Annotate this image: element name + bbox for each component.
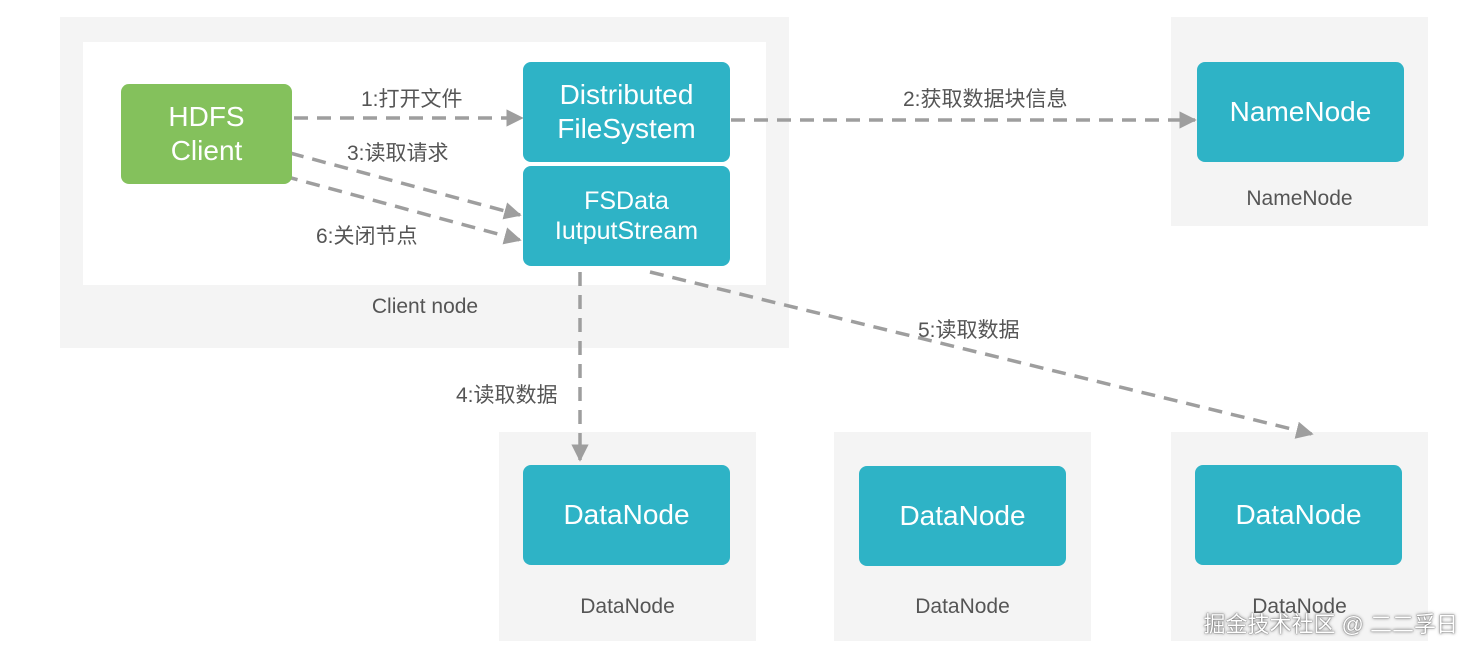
hdfs-client-line1: HDFS (168, 101, 245, 133)
distributed-filesystem-line2: FileSystem (557, 113, 696, 144)
edge-label-read-data-4: 4:读取数据 (456, 384, 558, 407)
watermark-text: 掘金技术社区 @ 二二孚日 (1203, 612, 1458, 637)
edge-read-request (289, 151, 522, 220)
fsdata-inputstream-line2: IutputStream (554, 217, 699, 245)
edge-read-data-5 (649, 270, 1314, 439)
namenode-caption: NameNode (1246, 187, 1353, 210)
fsdata-inputstream-node: FSData IutputStream (523, 166, 730, 266)
edge-close-node (283, 174, 522, 245)
edge-label-get-block-info: 2:获取数据块信息 (903, 88, 1068, 111)
datanode-node-1-label: DataNode (563, 499, 690, 531)
namenode-node: NameNode (1197, 62, 1404, 162)
edge-label-close-node: 6:关闭节点 (316, 225, 418, 248)
edge-label-open-file: 1:打开文件 (361, 88, 463, 111)
datanode-caption-3: DataNode (1252, 595, 1347, 618)
datanode-caption-1: DataNode (580, 595, 675, 618)
datanode-caption-2: DataNode (915, 595, 1010, 618)
edge-label-read-data-5: 5:读取数据 (918, 319, 1020, 342)
datanode-node-3-label: DataNode (1235, 499, 1362, 531)
datanode-node-2: DataNode (859, 466, 1066, 566)
datanode-node-2-label: DataNode (899, 500, 1026, 532)
client-node-caption: Client node (371, 295, 479, 318)
hdfs-client-line2: Client (170, 135, 243, 166)
fsdata-inputstream-line1: FSData (584, 187, 669, 215)
hdfs-client-node: HDFS Client (121, 84, 292, 184)
edge-label-read-request: 3:读取请求 (347, 142, 449, 165)
datanode-node-3: DataNode (1195, 465, 1402, 565)
distributed-filesystem-line1: Distributed (559, 79, 694, 111)
datanode-node-1: DataNode (523, 465, 730, 565)
namenode-node-label: NameNode (1229, 96, 1372, 128)
distributed-filesystem-node: Distributed FileSystem (523, 62, 730, 162)
